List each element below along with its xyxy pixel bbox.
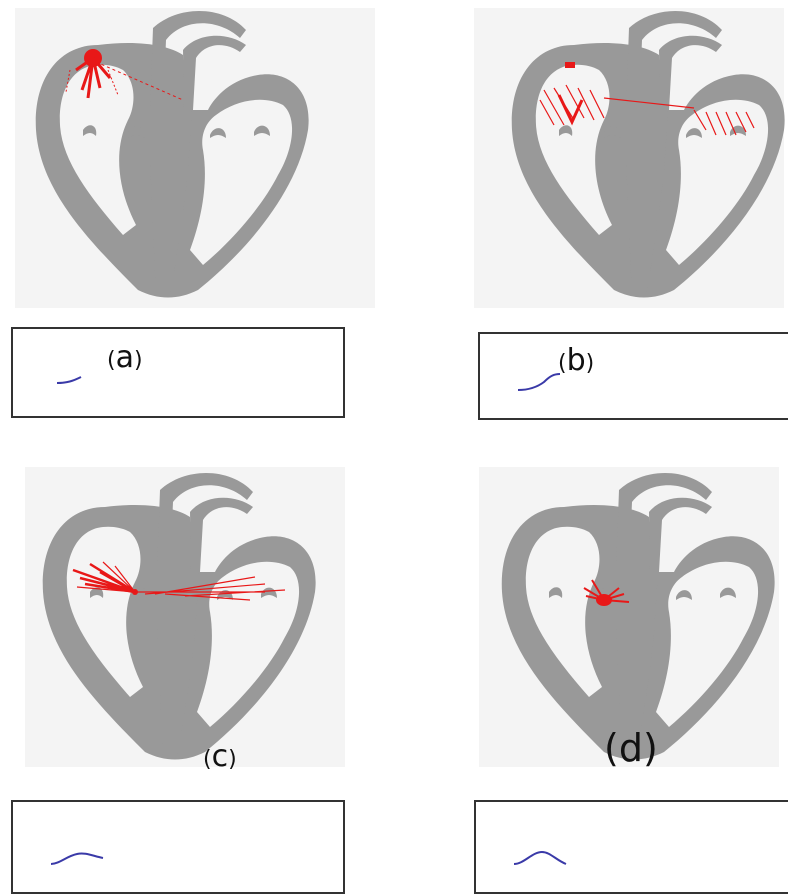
ecg-trace-d <box>512 846 572 872</box>
panel-label-b: (b) <box>558 346 594 376</box>
panel-label-d: (d) <box>604 729 658 767</box>
ecg-box-c <box>11 800 345 894</box>
ecg-box-b: (b) <box>478 332 788 420</box>
ecg-box-a: (a) <box>11 327 345 418</box>
ecg-trace-c <box>49 846 109 872</box>
ecg-trace-a <box>55 369 95 389</box>
panel-d: (d) <box>394 447 788 894</box>
panel-c: (c) <box>0 447 394 894</box>
panel-label-c: (c) <box>203 742 237 772</box>
panel-b: (b) <box>394 0 788 447</box>
panel-a: (a) <box>0 0 394 447</box>
ecg-box-d <box>474 800 788 894</box>
panel-label-a: (a) <box>107 343 143 373</box>
